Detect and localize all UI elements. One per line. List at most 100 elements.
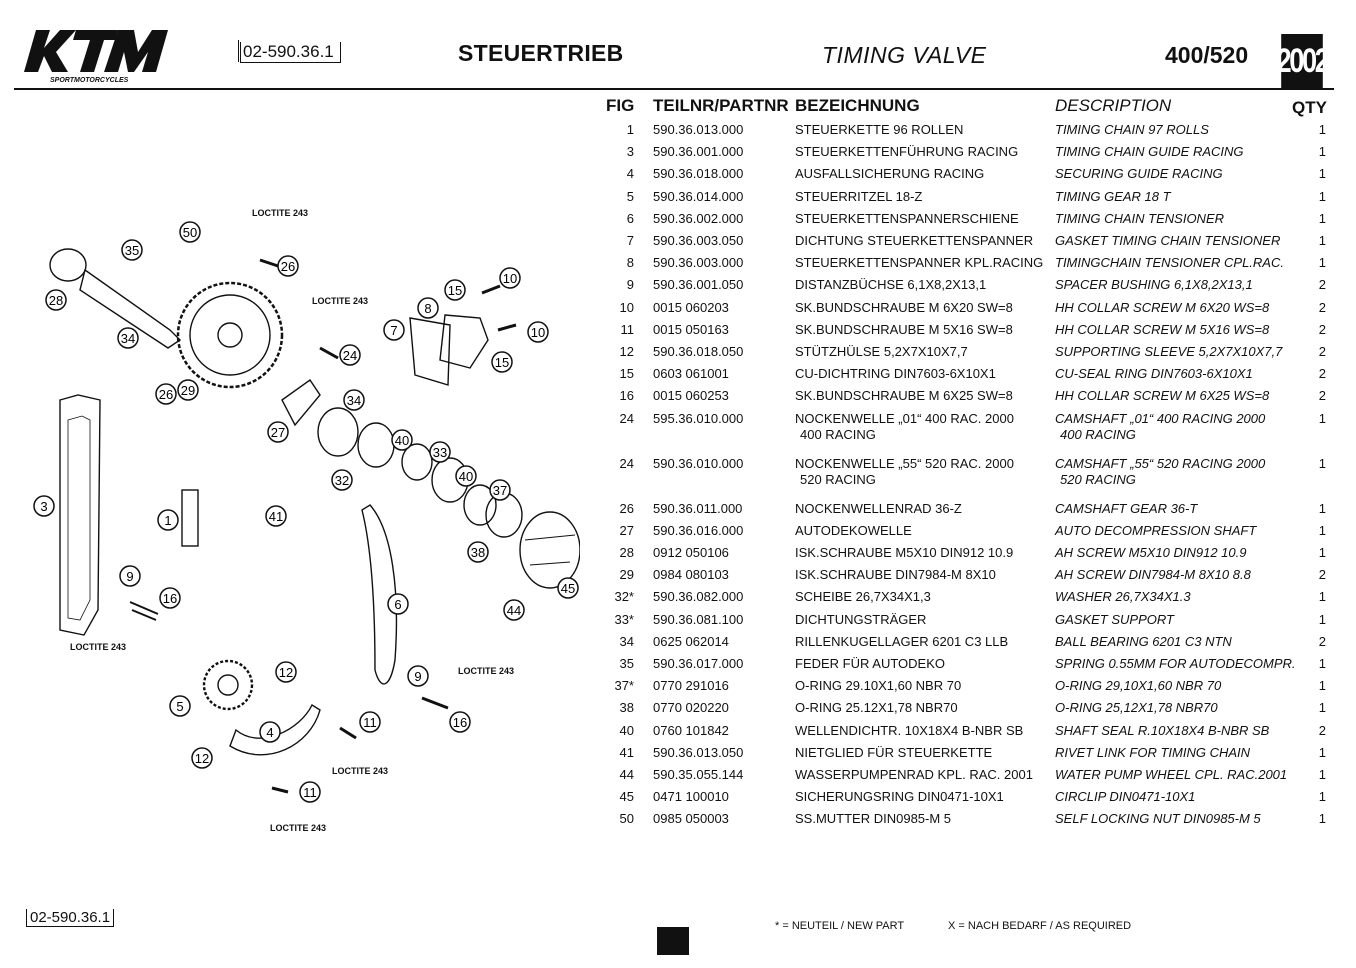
footer-note-new-part: * = NEUTEIL / NEW PART [775,920,905,932]
cell-bezeichnung: SS.MUTTER DIN0985-M 5 [795,811,952,827]
loctite-label: LOCTITE 243 [270,823,327,833]
cell-bezeichnung: NOCKENWELLENRAD 36-Z [795,500,962,516]
cell-description: SECURING GUIDE RACING [1055,166,1223,182]
cell-bezeichnung: FEDER FÜR AUTODEKO [795,656,946,671]
cell-description: CAMSHAFT GEAR 36-T [1055,500,1198,516]
part-callout: 10 [527,321,549,343]
part-callout-number: 45 [561,581,575,596]
cell-description: CIRCLIP DIN0471-10X1 [1055,789,1196,805]
part-callout-number: 35 [125,243,139,258]
part-callout: 40 [391,429,413,451]
cell-part-number: 590.36.017.000 [653,656,744,671]
footer-document-number: 02-590.36.1 [26,909,115,927]
cell-qty: 1 [1318,789,1326,805]
cell-qty: 2 [1318,277,1326,293]
cell-qty: 2 [1318,321,1326,337]
cell-fig: 27 [619,522,634,538]
cell-description-line2: 520 RACING [1060,471,1136,487]
cell-bezeichnung: NIETGLIED FÜR STEUERKETTE [795,744,993,760]
part-callout: 9 [119,565,141,587]
cell-qty: 1 [1318,255,1326,271]
cell-bezeichnung: NOCKENWELLE „01“ 400 RAC. 2000 [795,410,1014,426]
cell-bezeichnung: STEUERKETTENSPANNERSCHIENE [795,210,1019,226]
part-callout-number: 44 [507,603,521,618]
part-callout: 15 [491,351,513,373]
cell-fig: 34 [619,633,634,649]
part-callout: 41 [265,505,287,527]
cell-bezeichnung: O-RING 25.12X1,78 NBR70 [795,700,958,716]
cell-bezeichnung: ISK.SCHRAUBE DIN7984-M 8X10 [795,567,996,583]
part-callout-number: 9 [414,669,421,684]
cell-bezeichnung: AUSFALLSICHERUNG RACING [795,166,985,182]
part-callout-number: 11 [303,785,317,800]
part-callout: 10 [499,267,521,289]
cell-qty: 1 [1318,500,1326,516]
cell-part-number: 590.36.003.000 [653,255,744,271]
cell-bezeichnung: SK.BUNDSCHRAUBE M 5X16 SW=8 [795,321,1013,337]
cell-fig: 24 [619,410,634,426]
cell-bezeichnung: DISTANZBÜCHSE 6,1X8,2X13,1 [795,277,987,293]
ktm-logo-subtitle: SPORTMOTORCYCLES [50,77,129,84]
part-callout: 24 [339,344,361,366]
cell-description-line2: 400 RACING [1060,426,1136,442]
cell-bezeichnung: AUTODEKOWELLE [795,522,912,538]
cell-bezeichnung: CU-DICHTRING DIN7603-6X10X1 [795,366,996,382]
cell-fig: 38 [619,700,634,716]
cell-part-number: 590.36.018.050 [653,344,744,359]
part-callout: 38 [467,541,489,563]
cell-part-number: 590.36.018.000 [653,166,744,182]
cell-part-number: 0603 061001 [653,366,729,382]
column-header-bezeichnung: BEZEICHNUNG [795,96,920,115]
part-callout: 29 [177,379,199,401]
cell-bezeichnung-line2: 400 RACING [800,426,876,442]
cell-description: HH COLLAR SCREW M 6X25 WS=8 [1055,388,1270,404]
part-callout-number: 38 [471,545,485,560]
cell-description: SHAFT SEAL R.10X18X4 B-NBR SB [1055,722,1270,738]
part-callout-number: 3 [40,499,47,514]
page-marker-block [657,927,689,955]
cell-bezeichnung: WASSERPUMPENRAD KPL. RAC. 2001 [795,767,1033,782]
cell-description: WASHER 26,7X34X1.3 [1055,589,1191,605]
cell-fig: 5 [626,188,634,204]
part-callout-number: 12 [195,751,209,766]
part-callout: 12 [191,747,213,769]
cell-bezeichnung: SCHEIBE 26,7X34X1,3 [795,589,931,605]
cell-qty: 1 [1318,656,1326,671]
cell-qty: 1 [1318,678,1326,694]
cell-description: TIMING CHAIN 97 ROLLS [1055,122,1209,137]
cell-description: CAMSHAFT „01“ 400 RACING 2000 [1055,410,1266,426]
part-callout-number: 6 [394,597,401,612]
cell-description: O-RING 25,12X1,78 NBR70 [1055,700,1218,716]
cell-fig: 12 [619,344,634,359]
cell-fig: 28 [619,545,634,560]
cell-qty: 1 [1318,122,1326,137]
part-callout: 11 [299,781,321,803]
cell-bezeichnung: SICHERUNGSRING DIN0471-10X1 [795,789,1004,805]
cell-part-number: 0912 050106 [653,545,729,560]
cell-part-number: 590.36.011.000 [653,500,743,516]
cell-description: CU-SEAL RING DIN7603-6X10X1 [1055,366,1253,382]
part-callout-number: 15 [448,283,462,298]
cell-description: TIMING CHAIN GUIDE RACING [1055,144,1244,160]
cell-description: SPACER BUSHING 6,1X8,2X13,1 [1055,277,1253,293]
cell-part-number: 590.36.002.000 [653,210,744,226]
part-callout-number: 9 [126,569,133,584]
loctite-label: LOCTITE 243 [70,642,127,652]
cell-qty: 1 [1318,545,1326,560]
cell-part-number: 0015 060203 [653,299,729,315]
cell-qty: 1 [1318,700,1326,716]
cell-part-number: 590.36.013.000 [653,122,744,137]
docno-tick [238,40,239,62]
cell-fig: 16 [619,388,634,404]
footer-note-as-required: X = NACH BEDARF / AS REQUIRED [948,920,1132,932]
cell-fig: 26 [619,500,634,516]
cell-description: SPRING 0.55MM FOR AUTODECOMPR. [1055,656,1296,671]
cell-qty: 2 [1318,633,1326,649]
header-rule [14,88,1334,90]
cell-description: RIVET LINK FOR TIMING CHAIN [1055,744,1251,760]
part-callout: 12 [275,661,297,683]
cell-qty: 1 [1318,210,1326,226]
cell-fig: 6 [626,210,634,226]
cell-qty: 2 [1318,722,1326,738]
column-header-part: TEILNR/PARTNR [653,96,789,115]
